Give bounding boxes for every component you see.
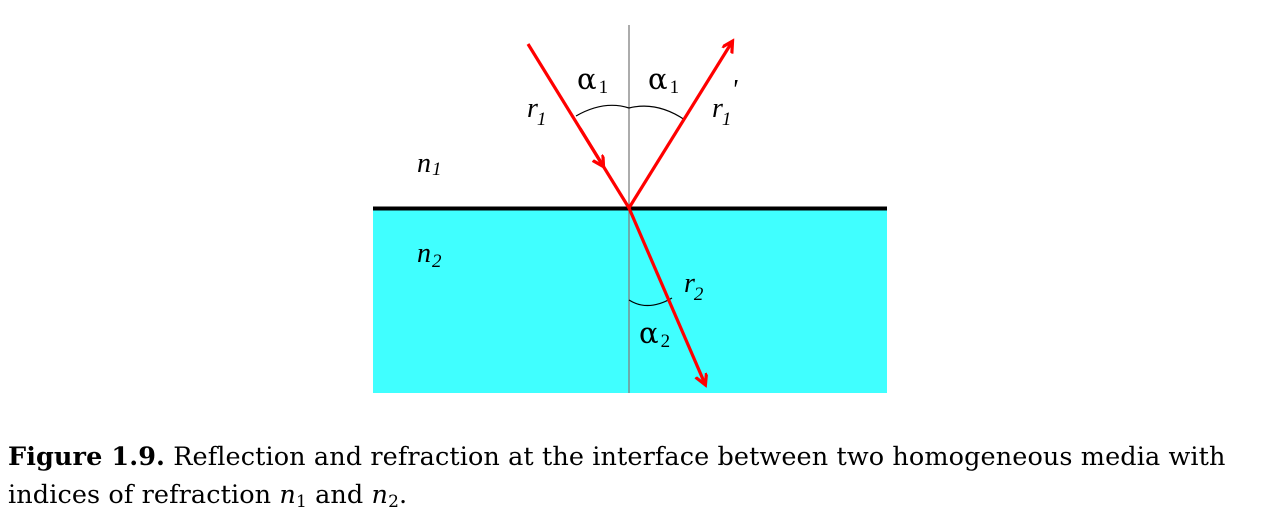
angle-arc-incidence	[575, 104, 630, 117]
figure-label: Figure 1.9.	[8, 442, 166, 472]
caption-n1-sub: 1	[295, 492, 307, 512]
caption-text: Reflection and refraction at the interfa…	[8, 442, 1226, 510]
refracted-ray	[627, 207, 705, 384]
incident-ray	[526, 43, 631, 209]
caption-n1: n	[279, 480, 296, 510]
incident-ray-label: r1	[527, 93, 546, 130]
medium-2-label: n2	[417, 238, 442, 272]
incident-ray-arrow	[578, 127, 603, 165]
medium-1-label: n1	[417, 148, 442, 180]
angle-arc-reflection	[628, 105, 686, 121]
reflected-ray	[627, 42, 732, 209]
caption-n2: n	[371, 480, 389, 510]
refracted-ray-label: r2	[684, 268, 704, 305]
caption-and: and	[306, 480, 372, 510]
caption-period: .	[398, 480, 408, 510]
figure-caption: Figure 1.9. Reflection and refraction at…	[8, 438, 1258, 514]
caption-n2-sub: 2	[388, 492, 399, 512]
reflected-ray-label: r1'	[712, 75, 738, 130]
